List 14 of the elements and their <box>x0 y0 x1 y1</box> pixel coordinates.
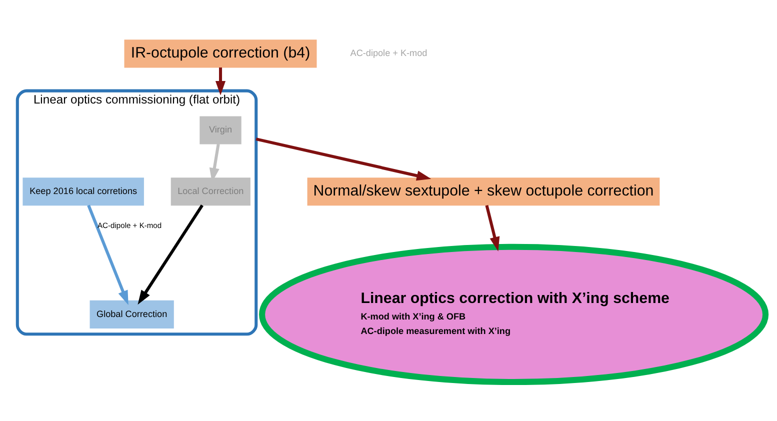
arrow <box>215 67 226 95</box>
label: AC-dipole + K-mod <box>350 48 428 58</box>
arrow <box>87 204 128 305</box>
node-box: Normal/skew sextupole + skew octupole correction <box>307 177 660 206</box>
node-box: Keep 2016 local corretions <box>22 177 144 206</box>
arrow <box>256 137 432 180</box>
node-ellipse: Linear optics correction with X’ing scheme K-mod with X’ing & OFB AC-dipole measurement with X’ing <box>259 243 769 384</box>
edge-label: AC-dipole + K-mod <box>98 220 162 230</box>
node-box: Virgin <box>200 116 242 144</box>
node-box: Global Correction <box>90 300 174 328</box>
node-box: IR-octupole correction (b4) <box>124 39 317 68</box>
arrow <box>485 204 500 251</box>
node-box: Local Correction <box>170 177 250 206</box>
arrow <box>138 204 204 304</box>
